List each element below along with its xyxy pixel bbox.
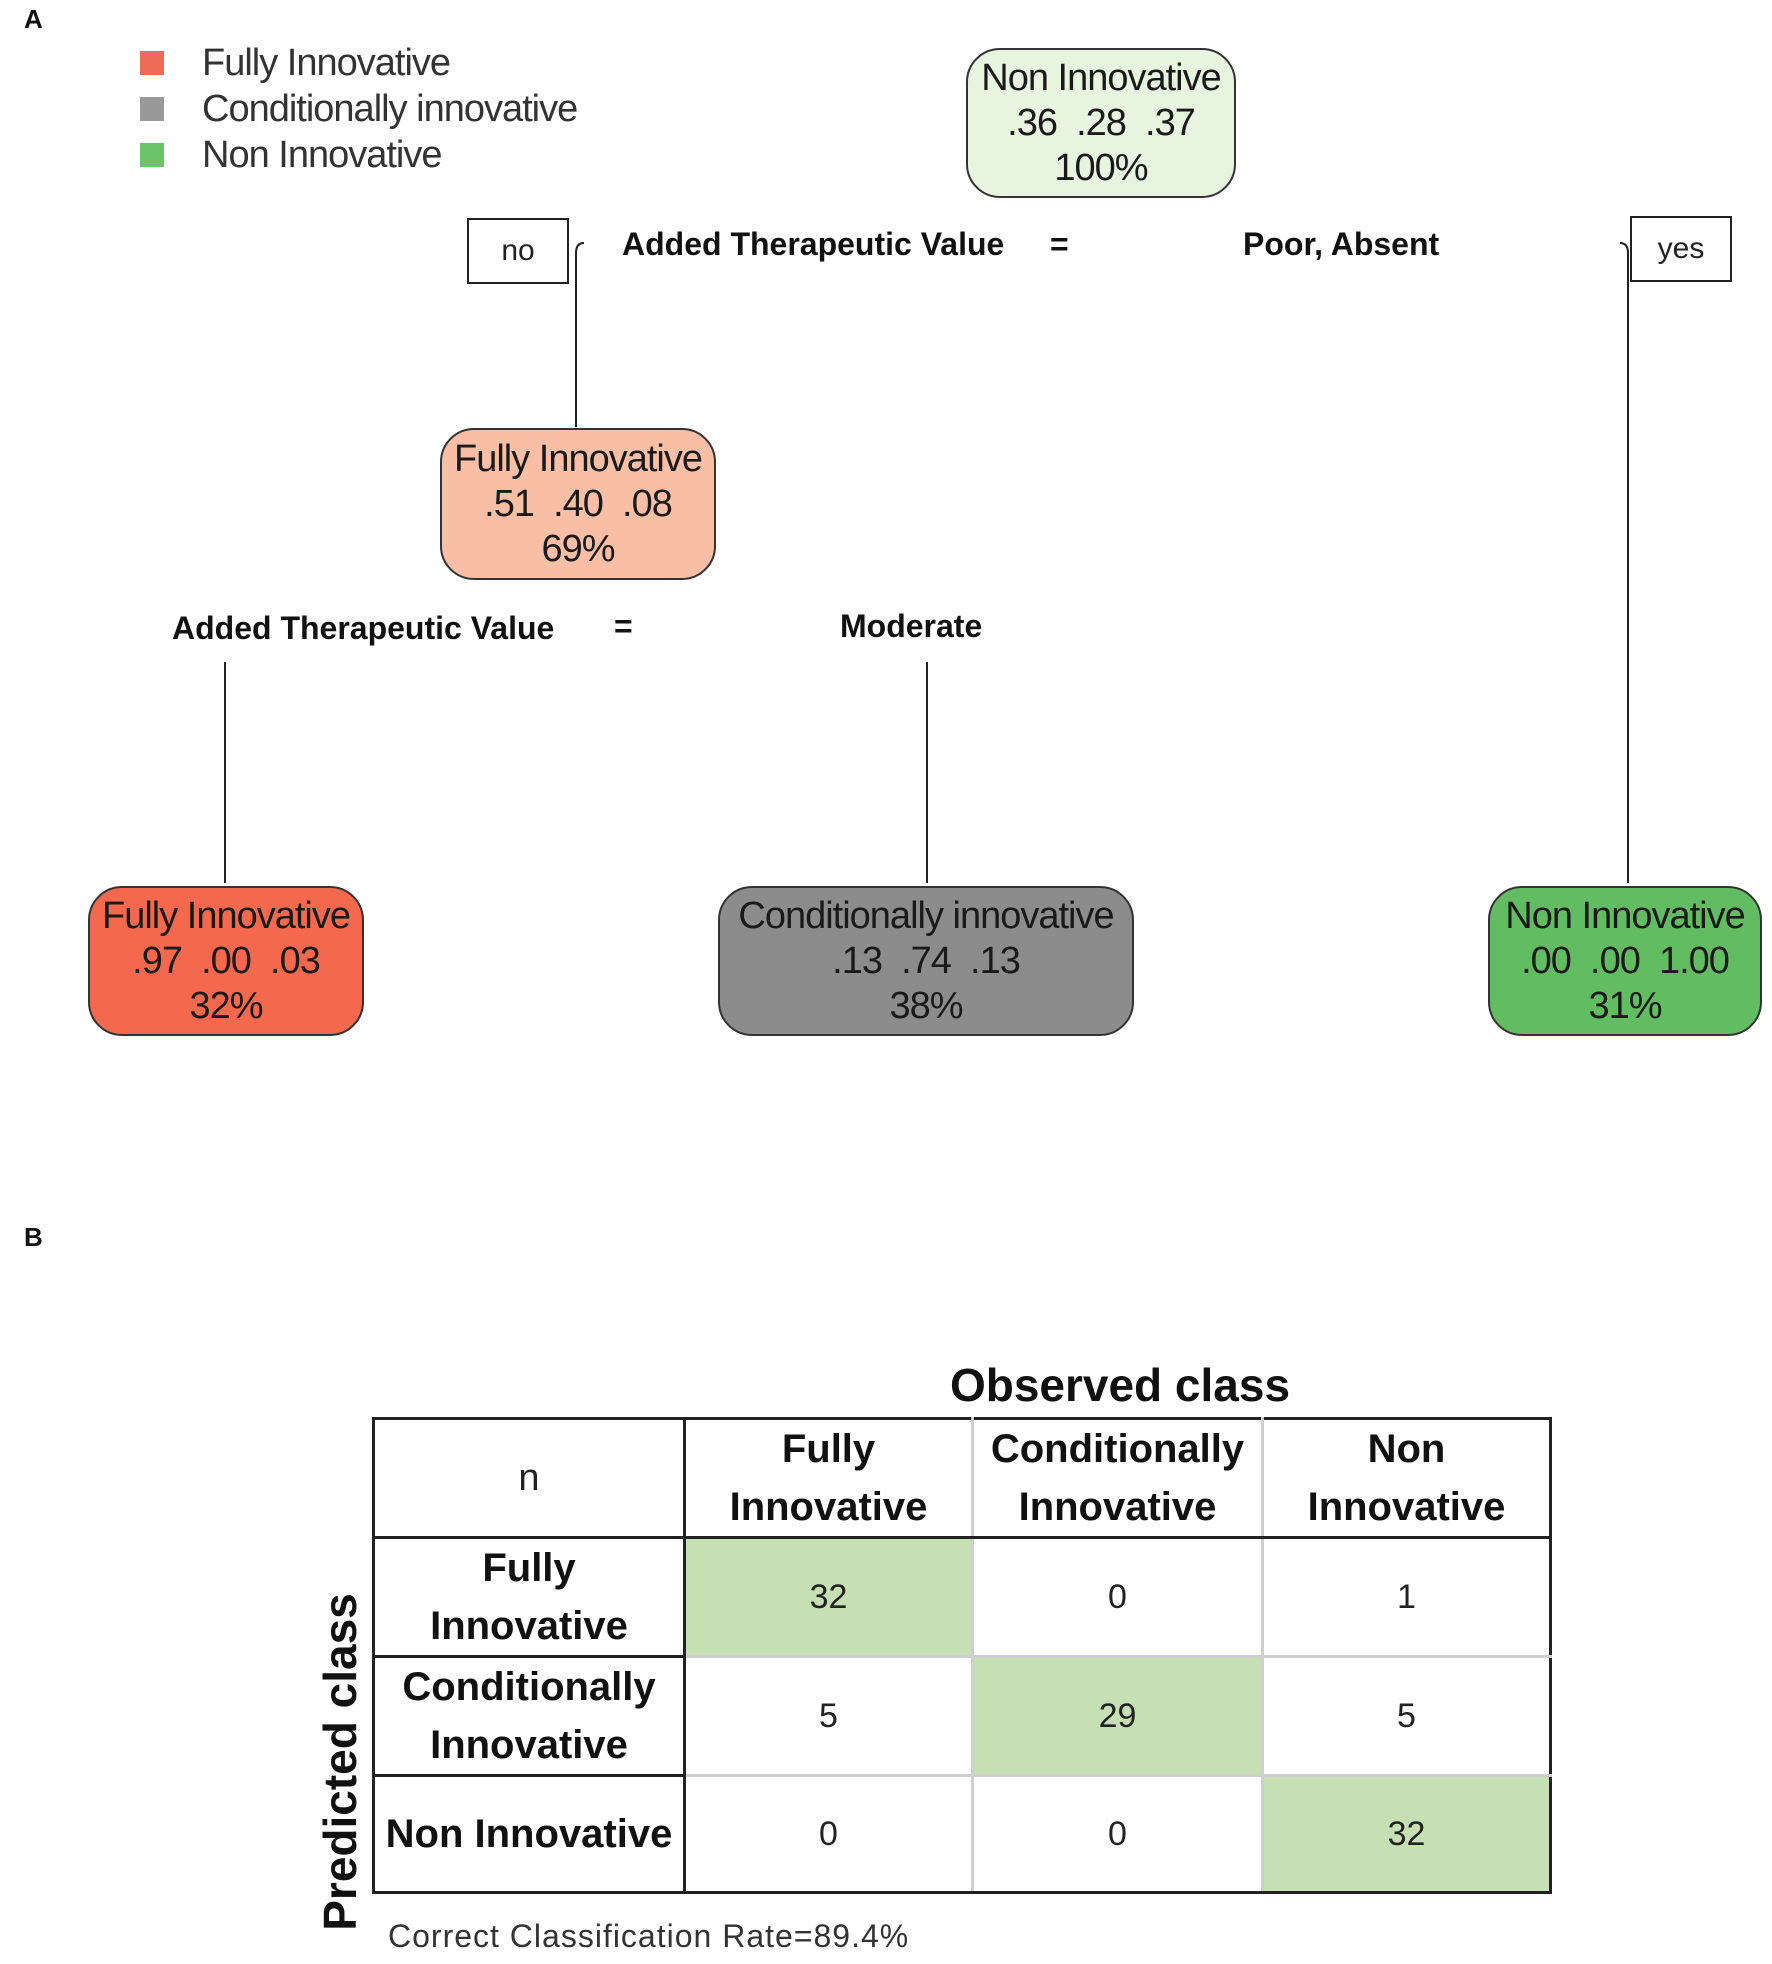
cell-non-conditional: 0 — [971, 1774, 1264, 1894]
col-header-conditional-line1: Conditionally — [990, 1427, 1245, 1471]
col-header-fully-line1: Fully — [781, 1427, 876, 1471]
legend-label-conditional: Conditionally innovative — [202, 87, 578, 130]
legend-swatch-conditional — [140, 97, 164, 121]
cell-fully-fully: 32 — [683, 1536, 974, 1658]
legend-swatch-non — [140, 143, 164, 167]
observed-class-title: Observed class — [949, 1359, 1291, 1411]
col-header-non: Non Innovative — [1261, 1417, 1552, 1539]
table-row: Non Innovative 0 0 32 — [372, 1774, 1552, 1894]
confusion-matrix: n Fully Innovative Conditionally Innovat… — [372, 1417, 1552, 1894]
corner-cell: n — [372, 1417, 686, 1539]
cell-conditional-fully: 5 — [683, 1655, 974, 1777]
node-leaf-fully-class: Fully Innovative — [101, 894, 351, 937]
panel-a-label: A — [24, 4, 43, 34]
panel-b-label: B — [24, 1222, 43, 1252]
col-header-fully: Fully Innovative — [683, 1417, 974, 1539]
node-root: Non Innovative .36 .28 .37 100% — [966, 48, 1236, 198]
node-mid-pct: 69% — [541, 527, 615, 570]
col-header-non-line2: Innovative — [1307, 1485, 1506, 1529]
split2-value: Moderate — [840, 608, 983, 644]
legend-item-fully: Fully Innovative — [140, 40, 577, 86]
col-header-fully-line2: Innovative — [729, 1485, 928, 1529]
cell-non-fully: 0 — [683, 1774, 974, 1894]
header-row: n Fully Innovative Conditionally Innovat… — [372, 1417, 1552, 1539]
predicted-class-title: Predicted class — [314, 1593, 366, 1931]
split1-no-tag: no — [467, 218, 569, 284]
cell-conditional-non: 5 — [1261, 1655, 1552, 1777]
row-header-conditional: Conditionally Innovative — [372, 1655, 686, 1777]
split1-op: = — [1050, 226, 1069, 262]
edge-root-no — [575, 242, 585, 427]
node-mid-probs: .51 .40 .08 — [484, 482, 673, 525]
col-header-non-line1: Non — [1367, 1427, 1446, 1471]
cell-conditional-conditional: 29 — [971, 1655, 1264, 1777]
split2-op: = — [614, 608, 633, 644]
node-leaf-non: Non Innovative .00 .00 1.00 31% — [1488, 886, 1762, 1036]
node-mid-class: Fully Innovative — [453, 437, 703, 480]
tree-edges — [224, 242, 1629, 883]
node-leaf-fully-probs: .97 .00 .03 — [132, 939, 321, 982]
cell-fully-conditional: 0 — [971, 1536, 1264, 1658]
node-leaf-non-class: Non Innovative — [1505, 894, 1745, 937]
cell-non-non: 32 — [1261, 1774, 1552, 1894]
legend-item-non: Non Innovative — [140, 132, 577, 178]
node-root-pct: 100% — [1054, 146, 1148, 189]
node-leaf-conditional: Conditionally innovative .13 .74 .13 38% — [718, 886, 1134, 1036]
row-header-fully-line1: Fully — [482, 1546, 576, 1590]
row-header-non-line1: Non Innovative — [385, 1812, 673, 1856]
correct-classification-rate: Correct Classification Rate=89.4% — [388, 1918, 910, 1954]
legend-swatch-fully — [140, 51, 164, 75]
col-header-conditional-line2: Innovative — [1018, 1485, 1217, 1529]
legend: Fully Innovative Conditionally innovativ… — [140, 40, 578, 178]
legend-label-non: Non Innovative — [202, 133, 442, 176]
table-row: Fully Innovative 32 0 1 — [372, 1536, 1552, 1658]
node-leaf-conditional-pct: 38% — [889, 984, 963, 1027]
split2-variable: Added Therapeutic Value — [172, 610, 555, 646]
legend-item-conditional: Conditionally innovative — [140, 86, 578, 132]
node-leaf-fully: Fully Innovative .97 .00 .03 32% — [88, 886, 364, 1036]
corner-label: n — [518, 1457, 540, 1499]
row-header-non: Non Innovative — [372, 1774, 686, 1894]
split1-value: Poor, Absent — [1243, 226, 1440, 262]
node-leaf-non-pct: 31% — [1588, 984, 1662, 1027]
node-mid: Fully Innovative .51 .40 .08 69% — [440, 428, 716, 580]
node-leaf-conditional-class: Conditionally innovative — [738, 894, 1114, 937]
edge-root-yes — [1619, 242, 1629, 883]
col-header-conditional: Conditionally Innovative — [971, 1417, 1264, 1539]
row-header-fully: Fully Innovative — [372, 1536, 686, 1658]
split1-yes-tag: yes — [1630, 216, 1732, 282]
split1-variable: Added Therapeutic Value — [622, 226, 1005, 262]
legend-label-fully: Fully Innovative — [202, 41, 451, 84]
row-header-conditional-line1: Conditionally — [402, 1665, 656, 1709]
node-leaf-non-probs: .00 .00 1.00 — [1521, 939, 1730, 982]
row-header-fully-line2: Innovative — [430, 1604, 628, 1648]
row-header-conditional-line2: Innovative — [430, 1723, 628, 1767]
cell-fully-non: 1 — [1261, 1536, 1552, 1658]
node-root-class: Non Innovative — [981, 56, 1221, 99]
table-row: Conditionally Innovative 5 29 5 — [372, 1655, 1552, 1777]
node-leaf-conditional-probs: .13 .74 .13 — [832, 939, 1021, 982]
node-root-probs: .36 .28 .37 — [1007, 101, 1196, 144]
node-leaf-fully-pct: 32% — [189, 984, 263, 1027]
